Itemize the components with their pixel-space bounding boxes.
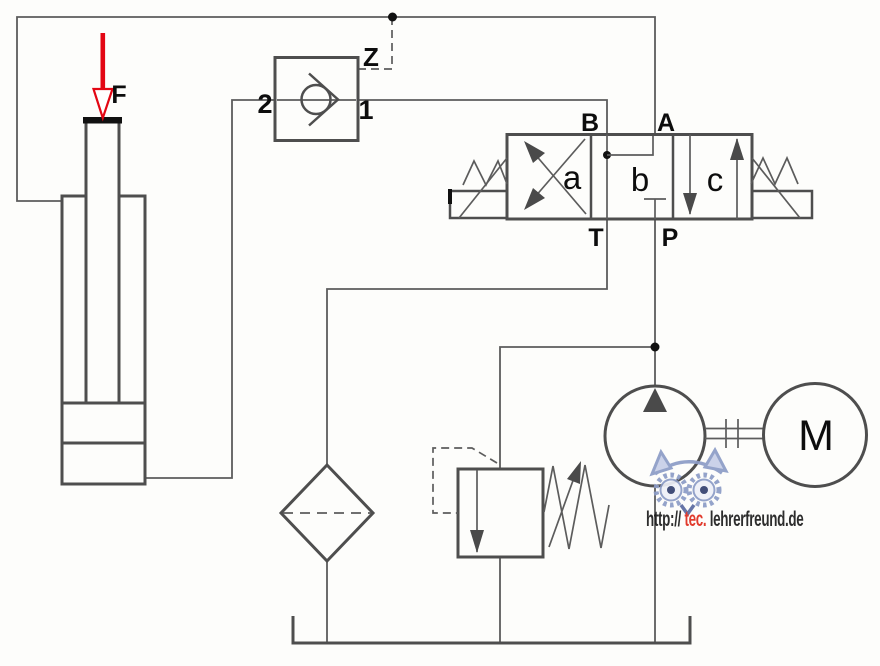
junction-dot-top [388,12,397,22]
labels: F 2 1 Z B A T P a b c [111,42,723,252]
relief-adjust-arrow-shaft [548,474,576,548]
force-arrow-head [91,87,115,122]
pilot-port-z-label: Z [363,42,379,72]
valve-outer-frame [505,133,754,221]
cylinder [60,117,147,486]
solenoid-slash-left [458,157,508,219]
pressure-relief-valve [432,447,610,559]
port-b-label: B [581,109,599,137]
motor-label: M [798,412,834,460]
check-valve-port-1-label: 1 [358,95,373,125]
watermark-url: http:// tec. lehrerfreund.de [646,507,804,531]
owl-logo-icon [649,446,729,517]
relief-pilot-line [432,447,498,514]
pump-flow-triangle [643,388,667,412]
watermark-url-prefix: http:// [646,507,681,531]
position-b-label: b [631,161,649,198]
owl-pupil-left [667,486,675,494]
pipework [16,12,660,643]
owl-ear-left [649,448,674,477]
electric-motor: M [762,382,868,488]
owl-ear-right [702,446,729,474]
svg-text:http:// tec. l: http:// tec. lehrerfreund.de [646,507,804,531]
position-a-label: a [563,159,582,196]
watermark: http:// tec. lehrerfreund.de [646,446,804,531]
valve-position-c-symbol [683,134,744,219]
line-branch-to-relief-valve [499,346,655,469]
line-cylinder-bottom-to-check-valve [146,99,303,479]
relief-adjust-arrowhead [567,461,581,484]
solenoid-slash-right [751,157,801,219]
check-valve-ball [300,83,332,116]
owl-pupil-right [700,486,708,494]
spring-left [462,158,508,187]
port-p-label: P [662,224,679,252]
junction-dot-pump [650,342,660,352]
valve-position-b-symbol [603,134,666,219]
watermark-url-highlight: tec. [684,507,706,531]
force-label: F [111,81,126,109]
force-arrow-shaft [100,33,106,90]
valve-actuator-right [750,155,814,220]
check-valve-seat [308,72,340,127]
port-t-label: T [588,224,603,252]
arrowhead-t [524,188,545,210]
arrowhead-up [730,138,744,160]
line-valve-a-to-cylinder-top [16,16,656,202]
owl-beak [679,503,696,517]
arrowhead-down [683,193,697,215]
solenoid-box-right [750,189,814,220]
solenoid-tick-left [448,189,452,204]
force-arrow [91,33,115,122]
relief-spring [543,464,610,550]
line-check-valve-to-port-b [337,99,608,134]
spring-right [750,155,799,187]
shaft-coupling [705,419,764,448]
valve-position-a-symbol [524,138,587,215]
owl-eye-gear-right [686,472,722,508]
filter [278,462,376,564]
check-valve-port-2-label: 2 [257,89,272,119]
cylinder-body [60,194,147,486]
check-valve-body [273,56,360,142]
watermark-url-suffix: lehrerfreund.de [710,507,804,531]
position-c-label: c [707,161,724,198]
relief-arrowhead-down [470,530,484,553]
relief-valve-body [456,467,545,559]
owl-eye-gear-left [653,472,689,508]
motor-circle [762,382,868,488]
pilot-line-z [358,17,393,70]
pilot-check-valve [273,56,360,142]
line-port-t-to-filter [326,219,608,465]
branch-to-a [607,136,654,156]
tank [291,616,692,645]
directional-valve-4-3 [448,133,814,221]
port-a-label: A [657,109,675,137]
solenoid-box-left [448,189,509,220]
arrowhead-b [524,141,545,163]
valve-actuator-left [448,157,509,220]
